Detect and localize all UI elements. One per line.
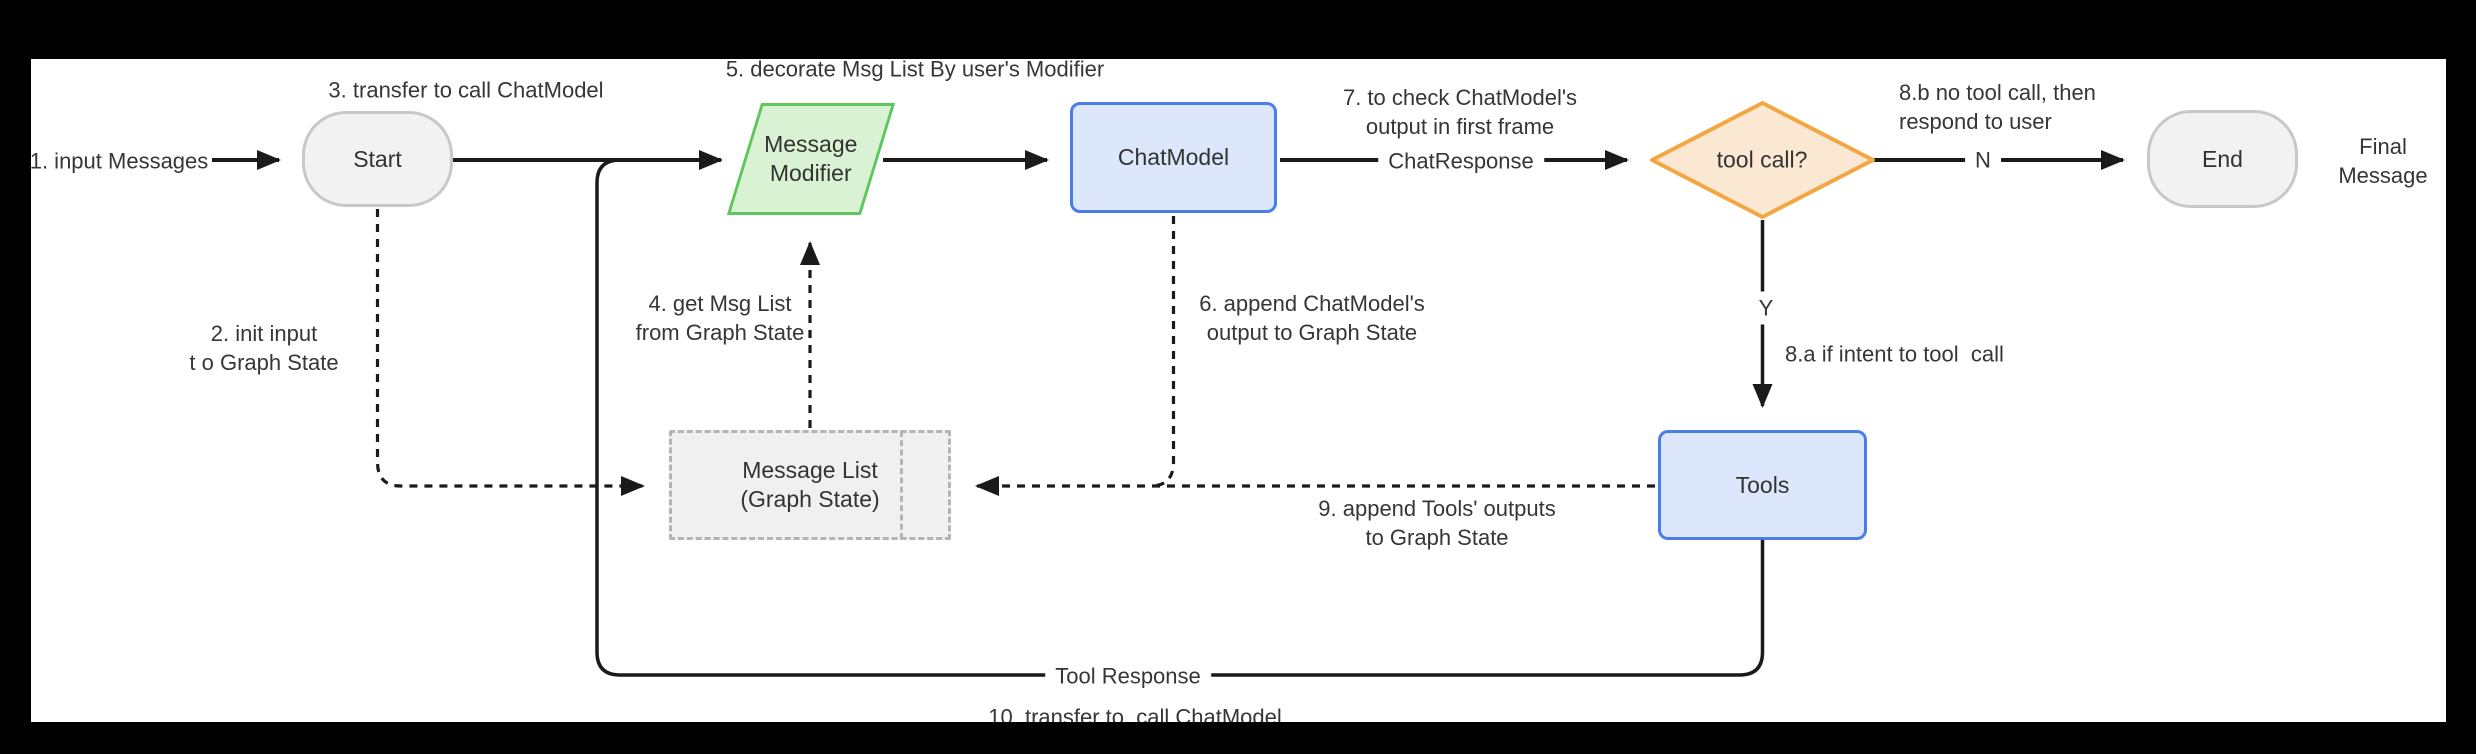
label-step8a: 8.a if intent to tool call [1785, 341, 2004, 367]
label-tool-response: Tool Response [1045, 659, 1211, 693]
node-start-label: Start [353, 145, 402, 172]
label-step2: 2. init input t o Graph State [189, 320, 339, 375]
label-step6: 6. append ChatModel's output to Graph St… [1199, 290, 1425, 345]
label-step10: 10. transfer to call ChatModel [988, 704, 1282, 722]
edge-chatmodel-to-msglist-dashed [1150, 216, 1176, 488]
node-tools-label: Tools [1735, 471, 1790, 498]
toolcall-diamond-shape [1650, 101, 1875, 219]
node-chatmodel-label: ChatModel [1117, 144, 1230, 171]
node-end: End [2147, 110, 2298, 208]
label-step9: 9. append Tools' outputs to Graph State [1318, 495, 1556, 550]
label-step1: 1. input Messages [31, 148, 209, 174]
node-chatmodel: ChatModel [1070, 102, 1277, 213]
label-step8b: 8.b no tool call, then respond to user [1899, 79, 2096, 134]
node-message-list: Message List (Graph State) [669, 430, 951, 540]
flowchart-canvas: Start Message Modifier ChatModel tool ca… [31, 59, 2446, 722]
message-list-divider [900, 431, 903, 539]
label-step3: 3. transfer to call ChatModel [328, 77, 604, 103]
label-chat-response: ChatResponse [1378, 144, 1544, 178]
label-no: N [1965, 143, 2001, 177]
label-step7: 7. to check ChatModel's output in first … [1342, 84, 1578, 139]
label-yes: Y [1748, 291, 1784, 325]
node-tools: Tools [1658, 430, 1867, 540]
node-end-label: End [2202, 145, 2243, 172]
node-toolcall-label: tool call? [1716, 146, 1808, 173]
edge-tool-response-loop [595, 158, 1765, 677]
node-start: Start [302, 111, 453, 207]
node-message-list-label: Message List (Graph State) [740, 457, 880, 512]
node-message-modifier-label: Message Modifier [764, 131, 858, 186]
label-final-message: Final Message [2338, 133, 2428, 188]
label-step5: 5. decorate Msg List By user's Modifier [725, 59, 1105, 82]
label-step4: 4. get Msg List from Graph State [635, 290, 805, 345]
edge-start-to-msglist-dashed [375, 209, 645, 496]
